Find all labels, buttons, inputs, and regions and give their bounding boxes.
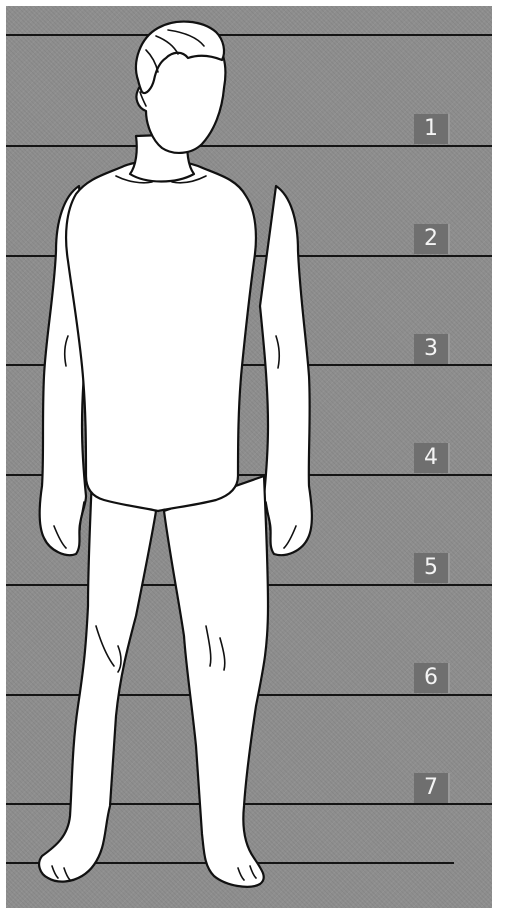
diagram-canvas: 1 2 3 4 5 6 7 bbox=[6, 6, 492, 908]
right-arm bbox=[260, 186, 312, 555]
torso bbox=[66, 161, 256, 511]
right-leg bbox=[164, 476, 268, 887]
human-figure-illustration bbox=[6, 6, 492, 908]
